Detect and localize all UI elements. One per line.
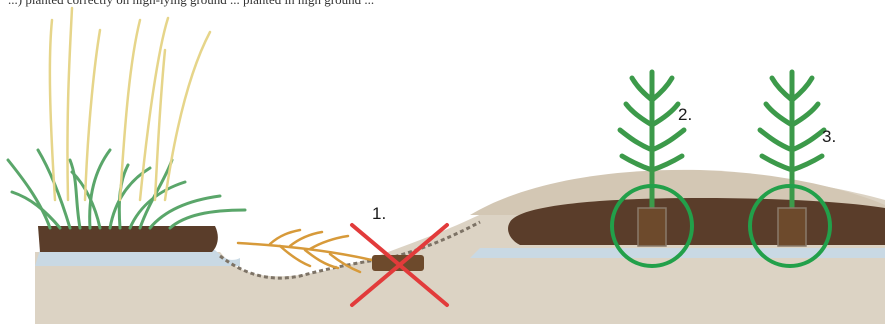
grass-clump — [8, 150, 245, 228]
seedling-plug — [638, 208, 666, 246]
water-table — [35, 250, 240, 266]
seedling-plug — [778, 208, 806, 246]
marker-3: 3. — [822, 127, 836, 147]
peat-bank-left — [38, 226, 218, 252]
marker-1: 1. — [372, 204, 386, 224]
marker-2: 2. — [678, 105, 692, 125]
